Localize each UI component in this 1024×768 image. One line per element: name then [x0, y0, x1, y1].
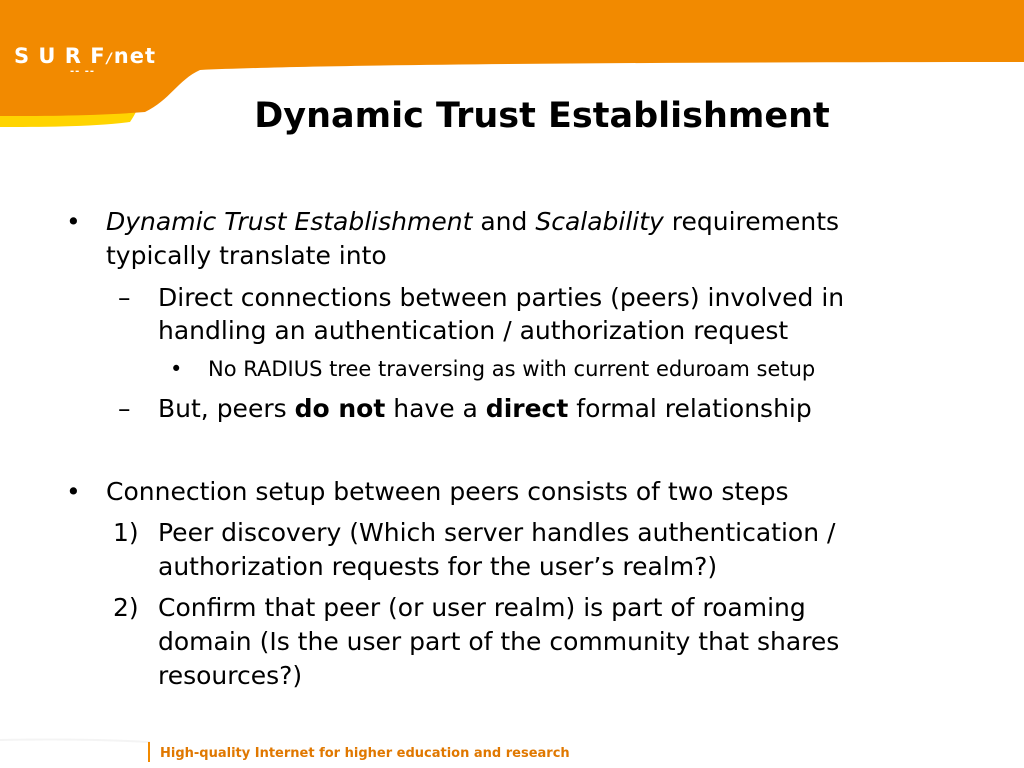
bullet-1-emphasis-2: Scalability	[535, 207, 664, 236]
header-banner	[0, 0, 1024, 127]
step-1-line-1: Peer discovery (Which server handles aut…	[158, 518, 836, 547]
emphasis-do-not: do not	[294, 394, 386, 423]
step-2-line-2: domain (Is the user part of the communit…	[158, 627, 840, 656]
footer-decoration	[0, 738, 151, 743]
emphasis-direct: direct	[485, 394, 569, 423]
step-number: 2)	[113, 593, 139, 622]
bullet-2-line: Connection setup between peers consists …	[106, 477, 789, 506]
subsubitem-text: No RADIUS tree traversing as with curren…	[208, 357, 816, 381]
slide-title: Dynamic Trust Establishment	[254, 96, 830, 136]
step-2-line-1: Confirm that peer (or user realm) is par…	[158, 593, 806, 622]
bullet-1-line-1: Dynamic Trust Establishment and Scalabil…	[106, 207, 840, 236]
dash-marker: –	[118, 394, 131, 423]
bullet-1-line-2: typically translate into	[106, 241, 387, 270]
dash-marker: –	[118, 283, 131, 312]
surfnet-logo: S U R F/net	[14, 44, 156, 68]
footer-divider	[148, 742, 150, 762]
step-number: 1)	[113, 518, 139, 547]
subitem-1-line-2: handling an authentication / authorizati…	[158, 316, 789, 345]
bullet-marker: •	[170, 357, 183, 381]
logo-decoration: -- --	[70, 66, 96, 77]
bullet-1-emphasis-1: Dynamic Trust Establishment	[106, 207, 473, 236]
step-1-line-2: authorization requests for the user’s re…	[158, 552, 718, 581]
footer-tagline: High-quality Internet for higher educati…	[160, 746, 570, 761]
subitem-1-line-1: Direct connections between parties (peer…	[158, 283, 845, 312]
subitem-2-line: But, peers do not have a direct formal r…	[158, 394, 812, 423]
step-2-line-3: resources?)	[158, 661, 303, 690]
bullet-marker: •	[66, 207, 81, 236]
bullet-marker: •	[66, 477, 81, 506]
